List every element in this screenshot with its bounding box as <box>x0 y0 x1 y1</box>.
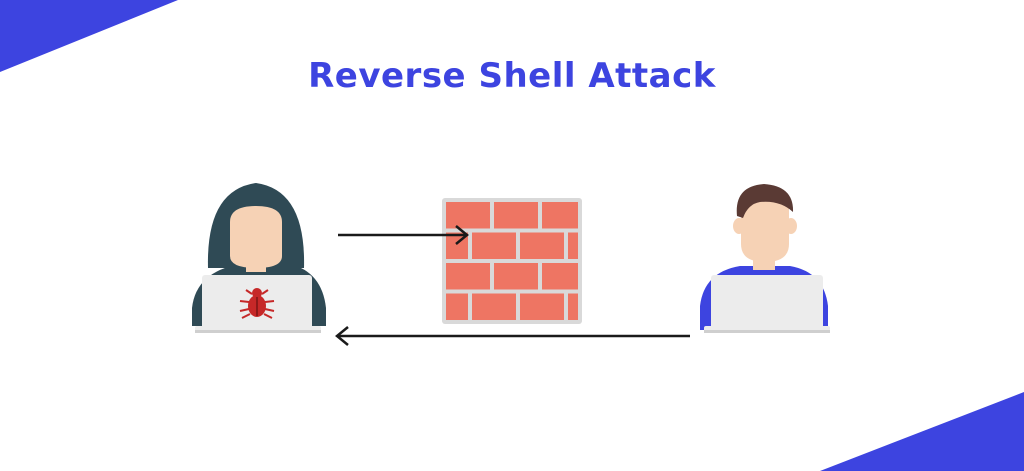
firewall-brick <box>446 293 468 320</box>
firewall-brick <box>568 293 578 320</box>
user-icon <box>700 184 830 333</box>
firewall-brick <box>520 293 564 320</box>
firewall-brick <box>446 263 490 290</box>
arrow-to-attacker <box>335 326 690 346</box>
firewall-brick <box>542 263 578 290</box>
bug-icon <box>239 288 275 319</box>
corner-decoration-bottom-right <box>820 392 1024 471</box>
firewall-brick <box>568 232 578 259</box>
diagram-title: Reverse Shell Attack <box>308 56 716 96</box>
firewall-brick <box>446 202 490 229</box>
corner-decoration-top-left <box>0 0 178 72</box>
firewall-icon <box>442 198 582 324</box>
hacker-icon <box>192 183 326 333</box>
firewall-brick <box>472 293 516 320</box>
arrow-to-firewall <box>338 225 469 245</box>
firewall-brick <box>494 263 538 290</box>
firewall-brick <box>520 232 564 259</box>
firewall-brick <box>494 202 538 229</box>
firewall-brick <box>542 202 578 229</box>
firewall-brick <box>472 232 516 259</box>
firewall-mortar <box>442 198 582 324</box>
